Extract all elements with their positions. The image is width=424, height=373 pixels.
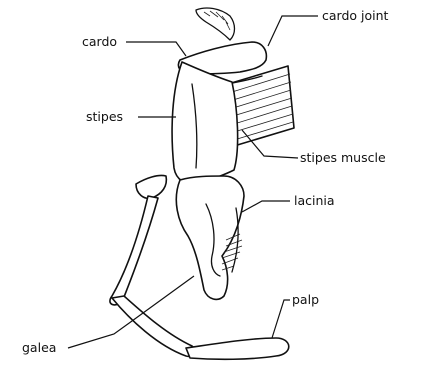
- label-stipes: stipes: [86, 109, 123, 124]
- label-lacinia: lacinia: [294, 193, 335, 208]
- label-galea: galea: [22, 340, 56, 355]
- label-palp: palp: [292, 292, 319, 307]
- label-cardo-joint: cardo joint: [322, 8, 389, 23]
- stipes-shape: [172, 62, 238, 184]
- label-stipes-muscle: stipes muscle: [300, 150, 386, 165]
- label-cardo: cardo: [82, 34, 117, 49]
- head-fragment: [196, 8, 235, 40]
